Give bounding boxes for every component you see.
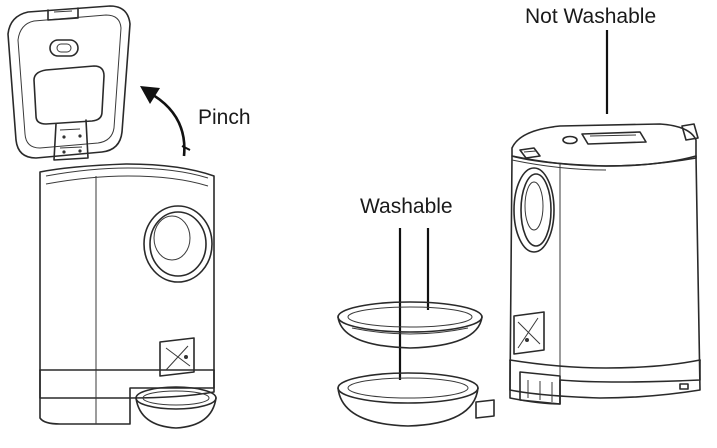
feeder-closed [509, 30, 701, 405]
not-washable-label: Not Washable [525, 5, 657, 28]
pinch-arrow [140, 86, 191, 157]
bowl-upper [337, 301, 483, 349]
feeder-body [39, 163, 217, 429]
pinch-label: Pinch [198, 106, 251, 129]
bowl-lower [337, 372, 495, 427]
top-cap [511, 123, 699, 167]
washable-label: Washable [360, 195, 453, 218]
feeder-open-lid [7, 5, 217, 429]
washable-parts [337, 228, 495, 427]
feeder-closed-body [509, 155, 701, 405]
open-lid [7, 5, 131, 161]
